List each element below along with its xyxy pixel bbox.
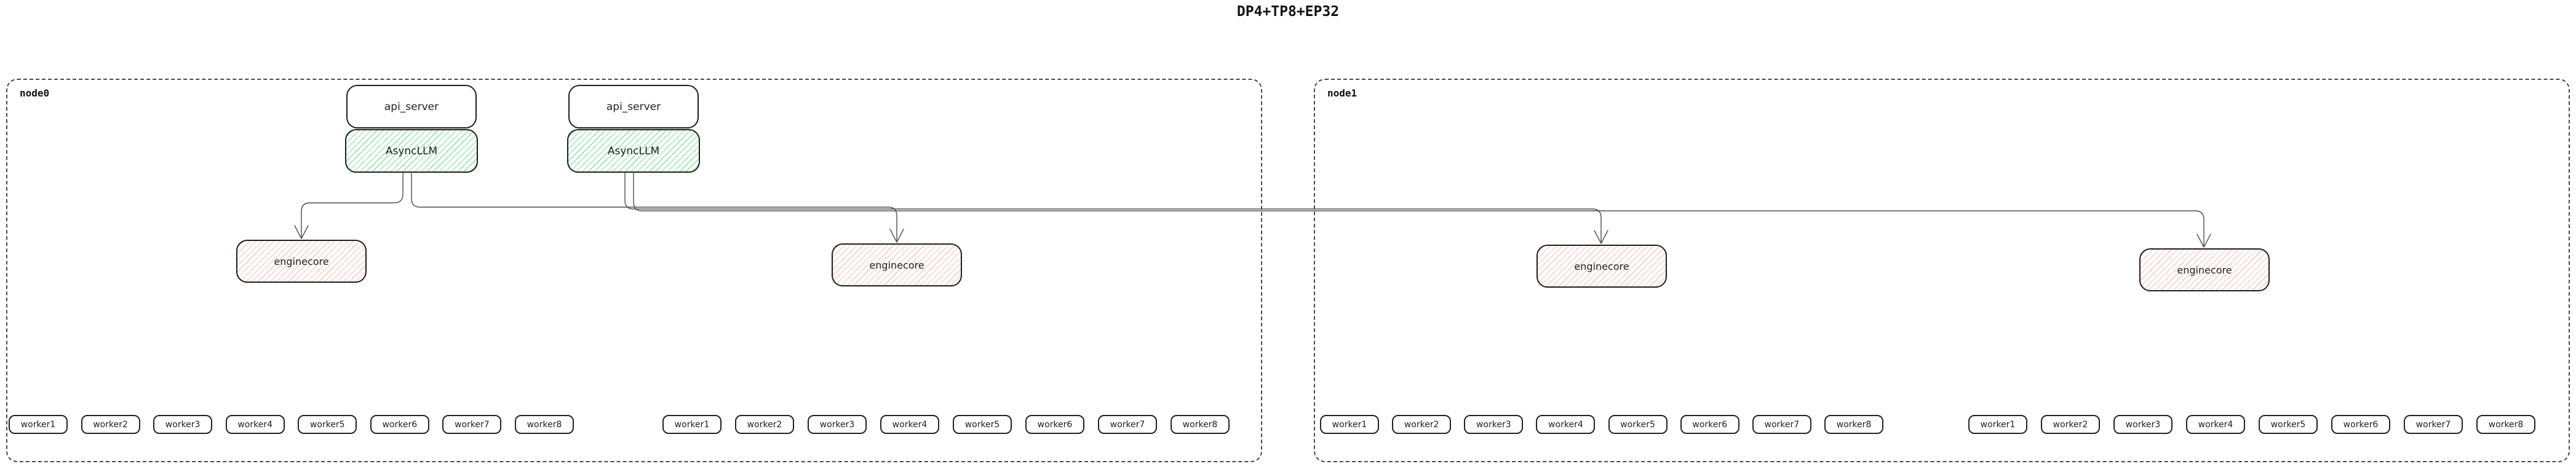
worker-label: worker2 xyxy=(747,419,782,430)
worker-label: worker6 xyxy=(382,419,418,430)
worker-label: worker8 xyxy=(1836,419,1872,430)
worker-label: worker1 xyxy=(1332,419,1367,430)
worker-label: worker2 xyxy=(1404,419,1439,430)
node1-label: node1 xyxy=(1327,87,1358,99)
worker-label: worker6 xyxy=(2343,419,2379,430)
worker-box: worker1 xyxy=(662,415,722,434)
enginecore-2-box: enginecore xyxy=(832,243,962,286)
worker-box: worker3 xyxy=(1464,415,1524,434)
worker-box: worker3 xyxy=(153,415,213,434)
worker-box: worker6 xyxy=(2331,415,2390,434)
worker-box: worker3 xyxy=(808,415,867,434)
worker-label: worker8 xyxy=(527,419,562,430)
worker-group-4: worker1 worker2 worker3 worker4 worker5 … xyxy=(1968,415,2535,434)
worker-box: worker3 xyxy=(2113,415,2173,434)
worker-label: worker3 xyxy=(2125,419,2161,430)
enginecore-3-box: enginecore xyxy=(1536,245,1667,288)
worker-box: worker6 xyxy=(1680,415,1739,434)
worker-box: worker5 xyxy=(1608,415,1668,434)
worker-box: worker6 xyxy=(370,415,429,434)
api-server-2-label: api_server xyxy=(606,100,661,113)
async-llm-1-label: AsyncLLM xyxy=(385,144,438,157)
worker-box: worker1 xyxy=(9,415,68,434)
worker-label: worker4 xyxy=(1548,419,1583,430)
worker-label: worker7 xyxy=(1764,419,1800,430)
worker-box: worker7 xyxy=(2404,415,2463,434)
async-llm-2-box: AsyncLLM xyxy=(567,129,700,173)
enginecore-2-label: enginecore xyxy=(869,259,924,271)
worker-label: worker2 xyxy=(93,419,128,430)
worker-box: worker4 xyxy=(225,415,285,434)
worker-box: worker4 xyxy=(1536,415,1596,434)
worker-group-1: worker1 worker2 worker3 worker4 worker5 … xyxy=(9,415,574,434)
node1-container: node1 xyxy=(1314,79,2570,462)
worker-label: worker6 xyxy=(1692,419,1728,430)
worker-box: worker5 xyxy=(298,415,357,434)
worker-label: worker3 xyxy=(819,419,855,430)
worker-label: worker7 xyxy=(1110,419,1145,430)
worker-label: worker2 xyxy=(2053,419,2088,430)
api-server-1-box: api_server xyxy=(346,85,477,128)
enginecore-4-box: enginecore xyxy=(2139,248,2270,291)
worker-box: worker7 xyxy=(442,415,502,434)
worker-group-2: worker1 worker2 worker3 worker4 worker5 … xyxy=(662,415,1230,434)
enginecore-4-label: enginecore xyxy=(2177,264,2232,276)
worker-box: worker4 xyxy=(2186,415,2245,434)
worker-label: worker8 xyxy=(2488,419,2524,430)
enginecore-1-box: enginecore xyxy=(236,240,367,283)
enginecore-3-label: enginecore xyxy=(1574,260,1629,272)
worker-group-3: worker1 worker2 worker3 worker4 worker5 … xyxy=(1320,415,1883,434)
worker-label: worker1 xyxy=(20,419,56,430)
worker-box: worker2 xyxy=(1392,415,1452,434)
worker-label: worker7 xyxy=(2415,419,2451,430)
worker-label: worker7 xyxy=(455,419,490,430)
worker-box: worker2 xyxy=(81,415,140,434)
worker-box: worker1 xyxy=(1320,415,1379,434)
node0-label: node0 xyxy=(20,87,50,99)
worker-box: worker8 xyxy=(1824,415,1883,434)
worker-label: worker1 xyxy=(1980,419,2016,430)
worker-box: worker8 xyxy=(2476,415,2535,434)
api-server-1-label: api_server xyxy=(384,100,439,113)
api-server-2-box: api_server xyxy=(568,85,699,128)
worker-box: worker5 xyxy=(2259,415,2318,434)
worker-box: worker4 xyxy=(880,415,939,434)
worker-box: worker2 xyxy=(735,415,794,434)
worker-label: worker4 xyxy=(237,419,273,430)
worker-label: worker5 xyxy=(1620,419,1655,430)
worker-box: worker1 xyxy=(1968,415,2027,434)
worker-label: worker3 xyxy=(1476,419,1511,430)
worker-label: worker4 xyxy=(892,419,928,430)
diagram-title: DP4+TP8+EP32 xyxy=(1236,4,1340,20)
worker-box: worker7 xyxy=(1098,415,1157,434)
worker-label: worker1 xyxy=(674,419,710,430)
worker-box: worker5 xyxy=(953,415,1012,434)
async-llm-1-box: AsyncLLM xyxy=(345,129,478,173)
worker-box: worker7 xyxy=(1752,415,1811,434)
worker-label: worker8 xyxy=(1182,419,1218,430)
worker-label: worker5 xyxy=(2270,419,2306,430)
async-llm-2-label: AsyncLLM xyxy=(607,144,660,157)
worker-label: worker6 xyxy=(1037,419,1073,430)
worker-box: worker8 xyxy=(1171,415,1230,434)
worker-label: worker4 xyxy=(2198,419,2233,430)
enginecore-1-label: enginecore xyxy=(274,255,329,267)
node0-container: node0 xyxy=(6,79,1262,462)
worker-box: worker8 xyxy=(514,415,574,434)
worker-label: worker5 xyxy=(309,419,345,430)
worker-box: worker6 xyxy=(1025,415,1084,434)
worker-label: worker5 xyxy=(964,419,1000,430)
worker-box: worker2 xyxy=(2041,415,2100,434)
worker-label: worker3 xyxy=(165,419,201,430)
